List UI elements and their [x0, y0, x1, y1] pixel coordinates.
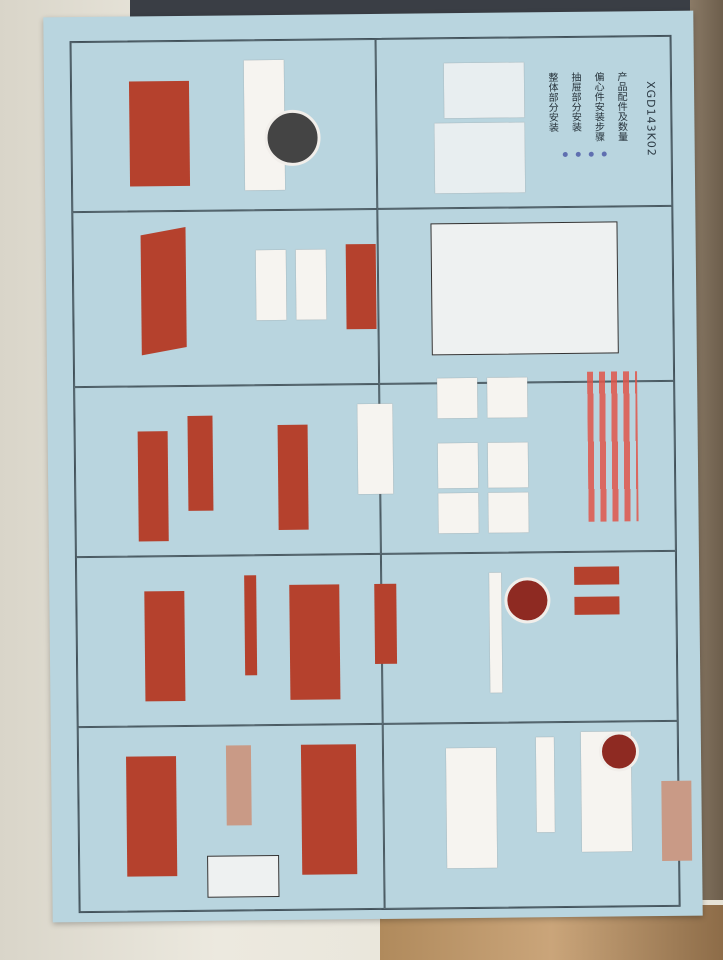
cell-step-a [70, 38, 378, 213]
shelf-panel [255, 249, 287, 321]
drawer-panel [574, 566, 620, 585]
red-panel [187, 415, 214, 511]
cabinet-assembled [300, 744, 358, 875]
bullet [562, 151, 568, 157]
photo-step [488, 492, 529, 533]
red-panel [345, 243, 377, 330]
red-panel [374, 583, 398, 664]
heading-parts: 产品配件及数量 [614, 71, 627, 142]
hardware-box [207, 855, 280, 898]
bullet [601, 151, 607, 157]
bullet [588, 151, 594, 157]
photo-step [438, 492, 479, 534]
detail-circle [264, 109, 321, 167]
warning-notes [587, 371, 639, 522]
parts-table [430, 221, 619, 356]
white-panel [357, 403, 394, 495]
drawer-front [535, 737, 555, 833]
cabinet-frame [137, 431, 169, 542]
drawer-box [445, 747, 498, 869]
detail-circle [598, 731, 640, 772]
heading-cam: 偏心件安装步骤 [591, 71, 604, 142]
drawer-panel [574, 596, 620, 615]
cabinet-body [144, 590, 186, 702]
cabinet-frame [277, 424, 309, 530]
model-code: XGD143K02 [643, 81, 658, 157]
back-panel [140, 226, 187, 356]
exploded-diagram-bottom [434, 122, 526, 194]
heading-overall: 整体部分安装 [545, 72, 558, 133]
contents-list: 产品配件及数量 偏心件安装步骤 抽屉部分安装 整体部分安装 [544, 71, 629, 142]
cabinet-body [289, 584, 341, 700]
side-panel [128, 80, 191, 187]
cell-step-b [72, 208, 380, 388]
red-panel [244, 575, 258, 676]
photo-step [487, 442, 529, 488]
heading-drawer: 抽屉部分安装 [568, 71, 581, 132]
wood-panel [225, 745, 252, 826]
instruction-sheet: XGD143K02 产品配件及数量 偏心件安装步骤 抽屉部分安装 整体部分安装 [43, 10, 703, 923]
shelf-panel [295, 249, 327, 320]
exploded-diagram-top [443, 62, 525, 119]
detail-circle [504, 577, 551, 624]
drawer-side [489, 572, 503, 693]
cabinet-assembled [126, 756, 178, 877]
bullet [575, 151, 581, 157]
wood-panel [661, 780, 693, 861]
photo-step [437, 442, 479, 489]
cell-step-c [74, 383, 381, 558]
photo-step [437, 377, 478, 419]
photo-step [487, 377, 528, 418]
